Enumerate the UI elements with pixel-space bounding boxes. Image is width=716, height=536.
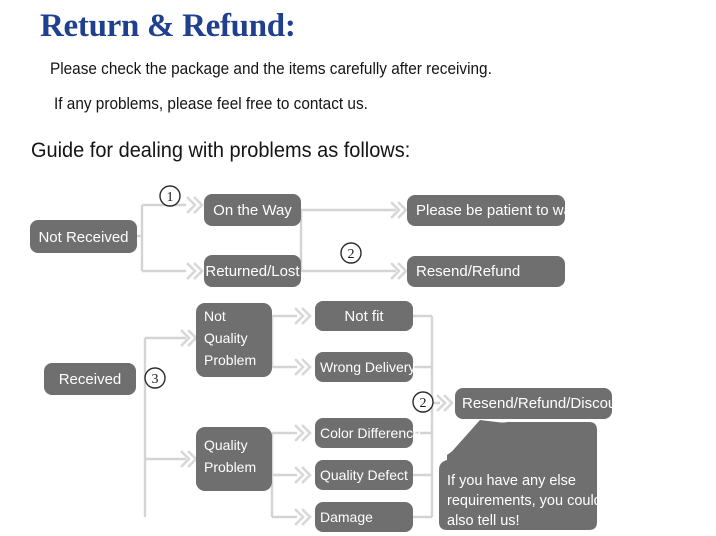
callout-line-2: requirements, you could [447, 493, 602, 509]
node-quality-defect-label: Quality Defect [320, 467, 408, 483]
step-marker-3-label: 3 [152, 372, 159, 387]
node-not-received-label: Not Received [38, 229, 128, 246]
node-not-quality-problem-line2: Quality [204, 330, 248, 346]
callout-line-3: also tell us! [447, 513, 520, 529]
arrow-resend-discount-icon [436, 394, 454, 412]
intro-line-1: Please check the package and the items c… [50, 60, 492, 78]
arrow-quality-defect-icon [294, 466, 312, 484]
node-quality-problem[interactable]: Quality Problem [196, 427, 272, 491]
arrow-returned-lost-icon [186, 262, 204, 280]
node-damage-label: Damage [320, 509, 373, 525]
arrow-resend-refund-icon [390, 262, 408, 280]
node-quality-problem-line1: Quality [204, 437, 248, 453]
node-returned-lost-label: Returned/Lost [205, 263, 300, 280]
callout-bubble: If you have any else requirements, you c… [439, 420, 602, 530]
guide-heading: Guide for dealing with problems as follo… [31, 139, 411, 162]
step-marker-1-label: 1 [167, 190, 174, 205]
node-not-quality-problem[interactable]: Not Quality Problem [196, 303, 272, 377]
step-marker-2-bottom-label: 2 [420, 396, 427, 411]
callout-bubble-shape [439, 422, 597, 530]
node-please-be-patient-label: Please be patient to wait [416, 202, 580, 219]
node-resend-refund-label: Resend/Refund [416, 263, 520, 280]
arrow-color-difference-icon [294, 424, 312, 442]
arrow-wrong-delivery-icon [294, 358, 312, 376]
node-resend-refund-discount-label: Resend/Refund/Discount [462, 395, 630, 412]
node-color-difference[interactable]: Color Difference [315, 418, 421, 448]
step-marker-2-bottom: 2 [412, 391, 434, 413]
arrow-please-wait-icon [390, 201, 408, 219]
step-marker-1: 1 [159, 185, 181, 207]
node-wrong-delivery[interactable]: Wrong Delivery [315, 352, 415, 382]
arrow-not-fit-icon [294, 307, 312, 325]
step-marker-2-top: 2 [340, 242, 362, 264]
connectors-received [143, 314, 440, 519]
arrow-on-the-way-icon [186, 196, 204, 214]
node-returned-lost[interactable]: Returned/Lost [204, 255, 301, 287]
node-not-fit[interactable]: Not fit [315, 301, 413, 331]
node-not-quality-problem-line1: Not [204, 308, 226, 324]
node-received-label: Received [59, 371, 122, 388]
node-color-difference-label: Color Difference [320, 425, 421, 441]
intro-line-2: If any problems, please feel free to con… [54, 95, 368, 113]
node-received[interactable]: Received [44, 363, 136, 395]
arrow-damage-icon [294, 508, 312, 526]
arrowheads [180, 196, 454, 526]
connectors-not-received [137, 203, 396, 273]
node-not-quality-problem-line3: Problem [204, 352, 256, 368]
node-resend-refund[interactable]: Resend/Refund [407, 256, 565, 287]
node-damage[interactable]: Damage [315, 502, 413, 532]
node-not-received[interactable]: Not Received [30, 220, 137, 253]
node-quality-defect[interactable]: Quality Defect [315, 460, 413, 490]
node-resend-refund-discount[interactable]: Resend/Refund/Discount [455, 388, 630, 419]
node-on-the-way[interactable]: On the Way [204, 194, 301, 226]
callout-bubble-tail [447, 420, 505, 457]
node-quality-problem-line2: Problem [204, 459, 256, 475]
page-title: Return & Refund: [40, 8, 296, 44]
node-on-the-way-label: On the Way [213, 202, 292, 219]
step-marker-3: 3 [144, 367, 166, 389]
callout-line-1: If you have any else [447, 473, 576, 489]
step-marker-2-top-label: 2 [348, 247, 355, 262]
node-not-fit-label: Not fit [344, 308, 384, 325]
node-please-be-patient[interactable]: Please be patient to wait [407, 195, 580, 226]
node-wrong-delivery-label: Wrong Delivery [320, 359, 415, 375]
